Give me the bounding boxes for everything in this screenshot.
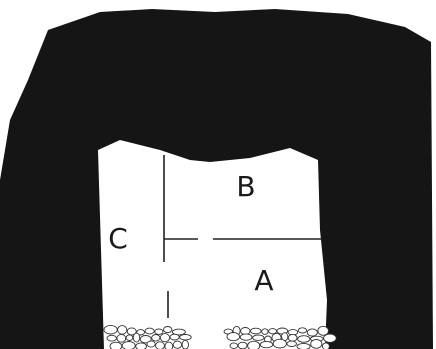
pebble <box>110 342 122 349</box>
pebble <box>322 343 329 349</box>
pebble <box>152 335 160 342</box>
pebble <box>297 343 310 349</box>
pebble <box>260 341 272 347</box>
pebble <box>147 341 155 347</box>
pebble <box>122 342 135 349</box>
pebble <box>160 334 169 342</box>
pebble <box>230 343 238 349</box>
pebble <box>117 334 126 342</box>
pebble <box>118 326 127 335</box>
pebble-layer-left <box>104 325 191 349</box>
pebble <box>248 341 260 349</box>
pebble <box>269 329 277 334</box>
pebble <box>318 326 329 335</box>
pebble <box>288 334 297 341</box>
pebble <box>170 334 179 340</box>
pebble <box>307 329 317 336</box>
pebble <box>164 327 172 333</box>
pebble <box>238 342 247 349</box>
pebble <box>298 328 306 333</box>
pebble <box>182 340 188 349</box>
pebble <box>273 339 286 348</box>
pebble <box>173 341 181 348</box>
pebble <box>298 336 310 343</box>
pebble <box>104 325 117 334</box>
pebble-layer-right <box>224 326 336 349</box>
pebble <box>251 328 262 334</box>
pebble <box>133 333 139 342</box>
pebble <box>165 342 173 349</box>
pebble <box>107 335 116 341</box>
pebble <box>136 343 147 349</box>
zone-label-b: B <box>236 170 255 203</box>
pebble <box>155 329 163 334</box>
pebble <box>262 329 268 335</box>
pebble <box>227 333 240 341</box>
zone-label-a: A <box>254 264 273 297</box>
pebble <box>253 335 264 340</box>
dark-mass <box>0 9 433 349</box>
pebble <box>126 335 133 341</box>
pebble <box>240 334 252 340</box>
pebble <box>324 334 337 342</box>
zone-label-c: C <box>108 222 128 255</box>
pebble <box>145 328 154 334</box>
pebble <box>180 335 192 340</box>
pebble <box>287 341 297 346</box>
pebble <box>311 340 322 349</box>
pebble <box>156 342 165 349</box>
